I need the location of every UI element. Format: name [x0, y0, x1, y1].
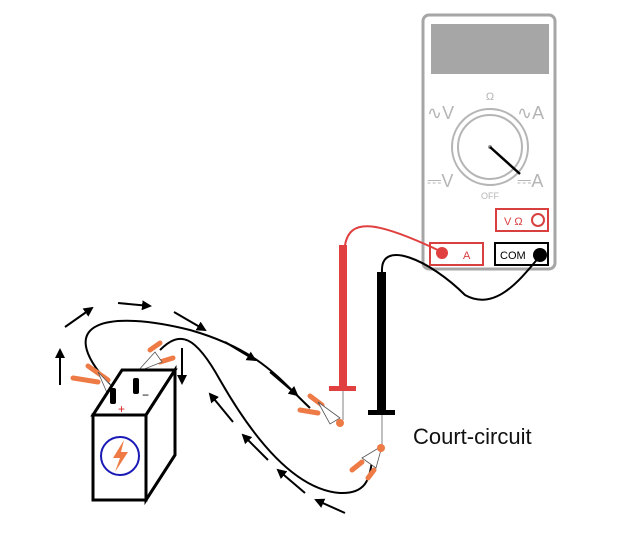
arrow-icon: [269, 371, 299, 397]
jack-com-label: COM: [500, 250, 526, 262]
black-probe-guard: [368, 410, 395, 415]
arrow-icon: [173, 311, 207, 332]
selector-dial-outer[interactable]: [451, 108, 529, 186]
multimeter-display: [431, 24, 549, 74]
black-plug: [533, 248, 547, 262]
dial-label-ac-volts: ∿V: [427, 103, 454, 123]
jack-volt-ohm-socket: [531, 213, 545, 227]
terminal-positive: [110, 388, 116, 404]
positive-symbol: +: [118, 402, 125, 416]
red-probe[interactable]: [329, 225, 448, 420]
short-circuit-label: Court-circuit: [413, 424, 532, 449]
red-lead-wire: [344, 225, 443, 253]
clip-red-probe: [297, 393, 344, 427]
black-lead-wire: [380, 254, 541, 301]
negative-symbol: −: [142, 388, 149, 402]
arrow-icon: [208, 392, 234, 423]
clip-negative: [136, 340, 176, 373]
terminal-negative: [133, 378, 139, 394]
battery: + −: [90, 364, 178, 506]
current-arrows: [55, 300, 346, 514]
dial-label-dc-amps: ⎓A: [517, 171, 543, 191]
selector-dial-inner[interactable]: [457, 114, 523, 180]
arrow-icon: [241, 433, 269, 461]
dial-label-ohm: Ω: [486, 91, 494, 103]
red-probe-guard: [329, 386, 356, 391]
multimeter-body: [421, 13, 557, 271]
dial-pointer: [489, 146, 521, 175]
red-plug: [436, 247, 448, 259]
multimeter: Ω ∿V ∿A ⎓V ⎓A OFF V Ω A COM: [421, 13, 557, 271]
lightning-bolt-icon: [113, 440, 128, 472]
jack-amps-label: A: [463, 250, 471, 262]
red-probe-handle: [339, 245, 347, 388]
jack-volt-ohm-label: V Ω: [504, 216, 523, 228]
jumper-wire-bottom: [159, 337, 373, 495]
black-probe[interactable]: [368, 248, 547, 445]
battery-emblem-circle: [100, 436, 140, 476]
arrow-icon: [64, 306, 94, 328]
dial-label-off: OFF: [481, 191, 499, 201]
arrow-icon: [314, 498, 346, 514]
arrow-icon: [224, 341, 257, 362]
clip-black-probe: [349, 444, 385, 481]
arrow-icon: [117, 300, 152, 311]
arrow-icon: [276, 468, 306, 494]
black-probe-handle: [377, 272, 386, 412]
dial-label-ac-amps: ∿A: [517, 103, 544, 123]
dial-label-dc-volts: ⎓V: [427, 171, 453, 191]
jumper-wire-top: [84, 319, 311, 409]
